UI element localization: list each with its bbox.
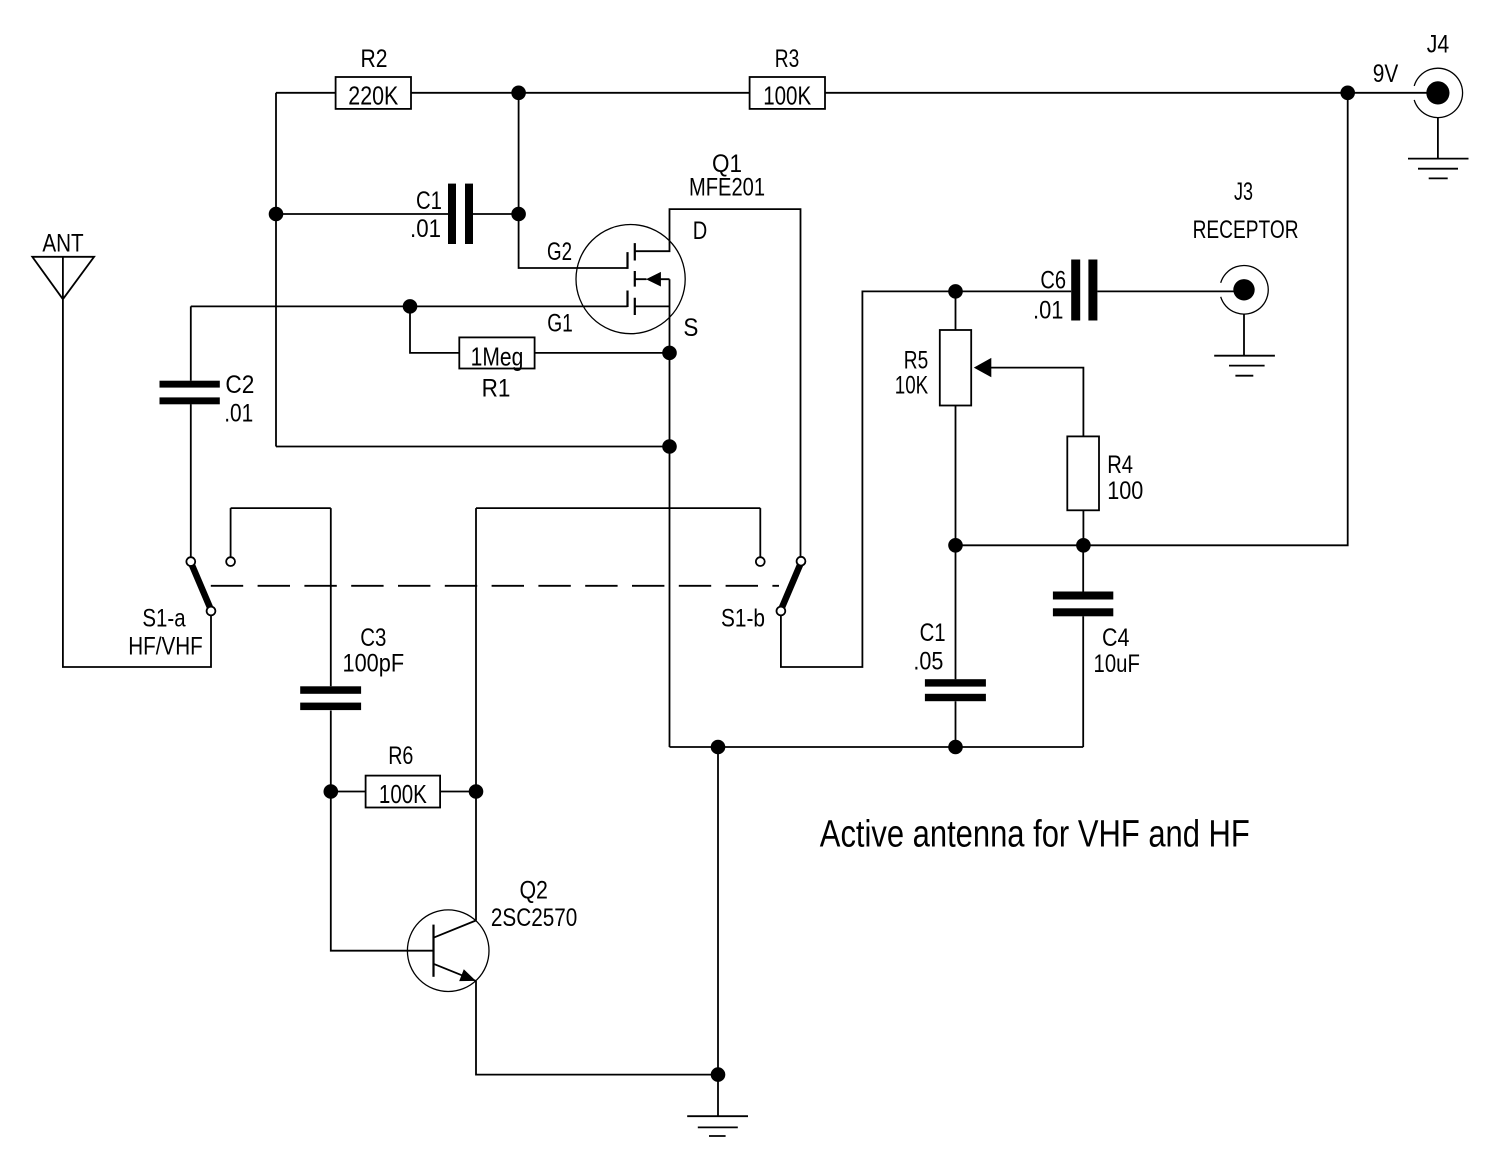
svg-text:S: S: [683, 314, 698, 342]
svg-text:C1: C1: [920, 619, 946, 647]
svg-text:R6: R6: [388, 742, 413, 770]
svg-text:J4: J4: [1427, 31, 1449, 59]
svg-text:220K: 220K: [348, 81, 399, 111]
svg-text:RECEPTOR: RECEPTOR: [1193, 216, 1299, 244]
svg-text:100K: 100K: [763, 81, 812, 111]
svg-text:J3: J3: [1234, 178, 1253, 206]
svg-text:10K: 10K: [895, 372, 929, 400]
svg-text:R3: R3: [775, 45, 800, 73]
svg-text:ANT: ANT: [42, 229, 83, 257]
svg-text:1Meg: 1Meg: [471, 342, 524, 372]
svg-text:HF/VHF: HF/VHF: [128, 633, 203, 661]
svg-text:MFE201: MFE201: [689, 174, 765, 202]
svg-text:C2: C2: [225, 371, 254, 399]
svg-text:Q1: Q1: [712, 150, 742, 178]
svg-text:.05: .05: [913, 648, 943, 676]
svg-text:G2: G2: [547, 238, 572, 266]
svg-text:R5: R5: [904, 347, 928, 375]
svg-text:100pF: 100pF: [343, 650, 405, 678]
svg-text:9V: 9V: [1373, 60, 1399, 88]
svg-text:D: D: [693, 217, 708, 245]
svg-text:G1: G1: [547, 310, 573, 338]
svg-text:10uF: 10uF: [1094, 650, 1140, 678]
svg-text:S1-b: S1-b: [721, 604, 765, 632]
svg-text:2SC2570: 2SC2570: [491, 904, 577, 932]
svg-text:R1: R1: [482, 375, 511, 403]
svg-text:Active antenna for VHF and HF: Active antenna for VHF and HF: [820, 814, 1250, 856]
svg-text:C1: C1: [416, 187, 442, 215]
svg-text:100K: 100K: [379, 779, 428, 809]
svg-text:C4: C4: [1102, 624, 1129, 652]
svg-text:R4: R4: [1107, 451, 1133, 479]
svg-text:R2: R2: [361, 45, 388, 73]
svg-text:.01: .01: [410, 215, 441, 243]
svg-text:Q2: Q2: [519, 877, 548, 905]
svg-text:100: 100: [1107, 477, 1143, 505]
svg-text:C3: C3: [360, 624, 386, 652]
svg-text:.01: .01: [224, 400, 253, 428]
svg-text:S1-a: S1-a: [142, 604, 185, 632]
svg-text:.01: .01: [1033, 297, 1063, 325]
svg-text:C6: C6: [1040, 267, 1066, 295]
